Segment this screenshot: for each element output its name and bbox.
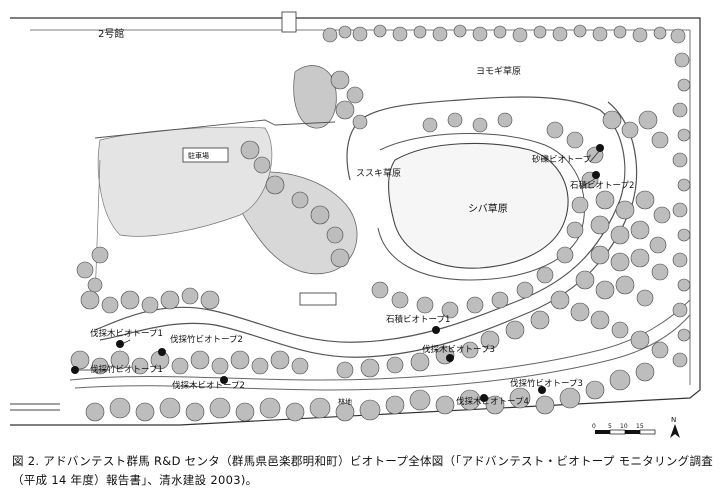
scale-tick-0: 0 (592, 423, 596, 430)
scale-tick-5: 5 (608, 423, 612, 430)
label-bassaimoku4-biotope: 伐採木ビオトープ4 (456, 396, 529, 407)
label-bassaichiku2-biotope: 伐採竹ビオトープ2 (170, 334, 243, 345)
area-shiba-label: シバ草原 (468, 203, 508, 215)
parking-area (182, 147, 229, 163)
label-bassaichiku1-biotope: 伐採竹ビオトープ1 (90, 364, 163, 375)
label-sekisho2-biotope: 石積ビオトープ2 (570, 180, 634, 191)
figure-caption: 図 2. アドバンテスト群馬 R&D センタ（群馬県邑楽郡明和町）ビオトープ全体… (12, 452, 714, 490)
biotope-markers (71, 144, 604, 402)
label-bassaichiku3-biotope: 伐採竹ビオトープ3 (510, 378, 583, 389)
north-arrow-icon: N (670, 416, 680, 438)
area-parking-label: 駐車場 (188, 151, 209, 160)
pond-main (234, 171, 358, 275)
building-label: 2号館 (98, 27, 124, 40)
shiba-grassland (388, 142, 569, 269)
caption-line-2: （平成 14 年度）報告書」、清水建設 2003)。 (12, 473, 258, 487)
biotope-map: 2号館 ヨモギ草原 シバ草原 ススキ草原 林地 駐車場 砂礫ビオトープ 石積ビオ… (10, 11, 701, 438)
caption-line-1: 図 2. アドバンテスト群馬 R&D センタ（群馬県邑楽郡明和町）ビオトープ全体… (12, 454, 714, 468)
label-bassaimoku3-biotope: 伐採木ビオトープ3 (422, 344, 495, 355)
tree-canopy-group (70, 24, 691, 422)
label-bassaimoku2-biotope: 伐採木ビオトープ2 (172, 380, 245, 391)
inner-boundary (30, 29, 691, 385)
scale-tick-15: 15 (636, 423, 644, 430)
building-2-gokan (281, 11, 297, 33)
grassland-left (97, 126, 273, 237)
site-boundary (10, 17, 701, 426)
scale-tick-10: 10 (620, 423, 628, 430)
label-sekisho1-biotope: 石積ビオトープ1 (386, 314, 450, 325)
area-ringi-label: 林地 (338, 397, 352, 406)
pond-upper (293, 65, 337, 129)
label-sareki-biotope: 砂礫ビオトープ (532, 154, 591, 165)
svg-text:N: N (671, 416, 676, 424)
area-susuki-label: ススキ草原 (356, 167, 401, 179)
area-yomogi-label: ヨモギ草原 (476, 65, 521, 77)
scale-bar: 0 5 10 15 (592, 423, 656, 435)
label-bassaimoku1-biotope: 伐採木ビオトープ1 (90, 328, 163, 339)
